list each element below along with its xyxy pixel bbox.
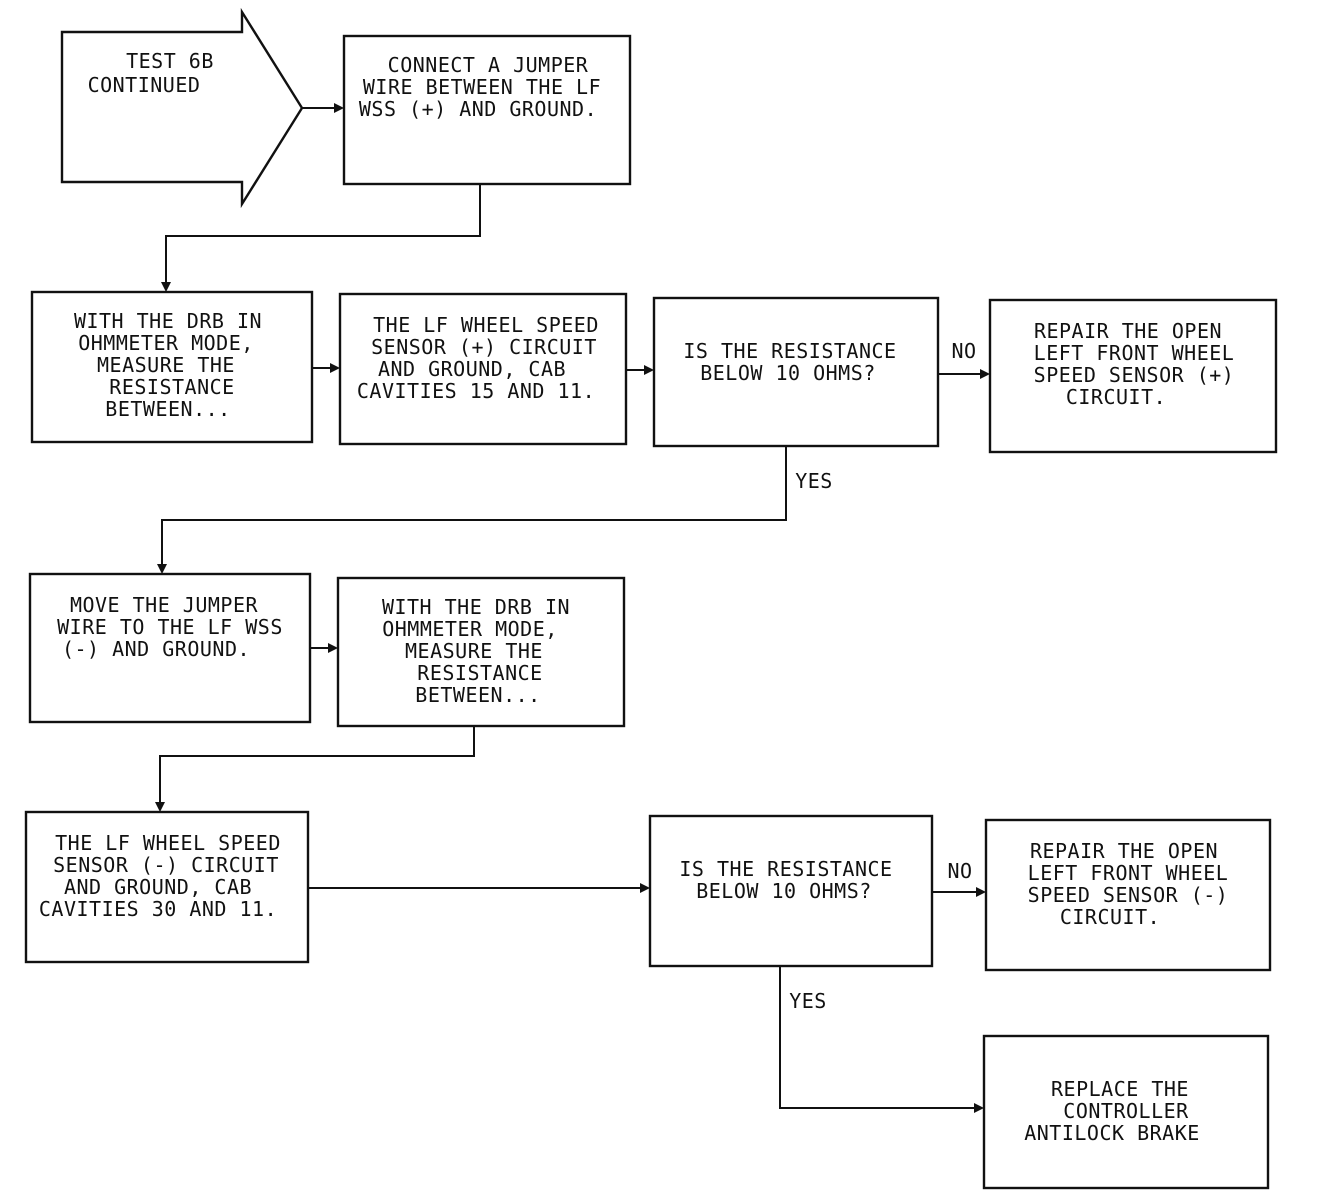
circuit-minus-line-4: CAVITIES 30 AND 11. <box>39 897 277 921</box>
measure-2-line-5: BETWEEN... <box>415 683 540 707</box>
connector-connect-to-measure-1 <box>161 184 481 292</box>
move-jumper-line-2: WIRE TO THE LF WSS <box>57 615 283 639</box>
measure-1-line-4: RESISTANCE <box>109 375 234 399</box>
repair-plus-line-3: SPEED SENSOR (+) <box>1034 363 1235 387</box>
measure-2-line-3: MEASURE THE <box>405 639 543 663</box>
replace-controller-line-2: CONTROLLER <box>1063 1099 1189 1123</box>
repair-plus-line-4: CIRCUIT. <box>1066 385 1166 409</box>
replace-controller-line-1: REPLACE THE <box>1051 1077 1189 1101</box>
connector-circuit-minus-to-decision-2 <box>308 883 650 893</box>
decision-1-line-2: BELOW 10 OHMS? <box>700 361 876 385</box>
move-jumper-line-1: MOVE THE JUMPER <box>70 593 259 617</box>
move-jumper-line-3: (-) AND GROUND. <box>62 637 250 661</box>
step-measure-1: WITH THE DRB IN OHMMETER MODE, MEASURE T… <box>30 290 314 444</box>
label-yes-1: YES <box>795 469 833 493</box>
repair-plus-line-1: REPAIR THE OPEN <box>1034 319 1222 343</box>
connect-jumper-line-1: CONNECT A JUMPER <box>388 53 589 77</box>
repair-minus-line-1: REPAIR THE OPEN <box>1030 839 1218 863</box>
measure-2-line-1: WITH THE DRB IN <box>382 595 570 619</box>
repair-minus: REPAIR THE OPEN LEFT FRONT WHEEL SPEED S… <box>984 818 1272 972</box>
connector-circuit-plus-to-decision-1 <box>626 365 654 375</box>
start-line-1: TEST 6B <box>126 49 214 73</box>
connect-jumper-line-3: WSS (+) AND GROUND. <box>359 97 597 121</box>
replace-controller-line-3: ANTILOCK BRAKE <box>1024 1121 1200 1145</box>
repair-plus-line-2: LEFT FRONT WHEEL <box>1034 341 1235 365</box>
connector-decision-1-no <box>938 369 990 379</box>
step-measure-2: WITH THE DRB IN OHMMETER MODE, MEASURE T… <box>336 576 626 728</box>
repair-minus-line-2: LEFT FRONT WHEEL <box>1028 861 1229 885</box>
connector-measure-1-to-circuit-plus <box>312 363 340 373</box>
circuit-plus-line-4: CAVITIES 15 AND 11. <box>357 379 595 403</box>
connect-jumper-line-2: WIRE BETWEEN THE LF <box>363 75 601 99</box>
connector-decision-2-no <box>932 887 986 897</box>
decision-1-line-1: IS THE RESISTANCE <box>683 339 896 363</box>
label-no-1: NO <box>951 339 976 363</box>
circuit-minus-line-1: THE LF WHEEL SPEED <box>55 831 281 855</box>
connector-move-to-measure-2 <box>310 643 338 653</box>
circuit-minus-line-3: AND GROUND, CAB <box>64 875 252 899</box>
connector-start-to-connect <box>302 103 344 113</box>
repair-minus-line-3: SPEED SENSOR (-) <box>1028 883 1229 907</box>
step-connect-jumper: CONNECT A JUMPER WIRE BETWEEN THE LF WSS… <box>342 34 632 186</box>
replace-controller: REPLACE THE CONTROLLER ANTILOCK BRAKE <box>982 1034 1270 1190</box>
repair-minus-line-4: CIRCUIT. <box>1060 905 1160 929</box>
decision-2-line-2: BELOW 10 OHMS? <box>696 879 872 903</box>
connector-measure-2-to-circuit-minus <box>155 726 475 812</box>
start-arrow: TEST 6B CONTINUED <box>60 7 304 209</box>
step-circuit-minus: THE LF WHEEL SPEED SENSOR (-) CIRCUIT AN… <box>24 810 310 964</box>
label-yes-2: YES <box>789 989 827 1013</box>
step-circuit-plus: THE LF WHEEL SPEED SENSOR (+) CIRCUIT AN… <box>338 292 628 446</box>
measure-1-line-1: WITH THE DRB IN <box>74 309 262 333</box>
start-line-2: CONTINUED <box>88 73 201 97</box>
decision-1: IS THE RESISTANCE BELOW 10 OHMS? <box>652 296 940 448</box>
circuit-plus-line-2: SENSOR (+) CIRCUIT <box>371 335 597 359</box>
measure-2-line-4: RESISTANCE <box>417 661 542 685</box>
decision-2-line-1: IS THE RESISTANCE <box>679 857 892 881</box>
measure-1-line-5: BETWEEN... <box>105 397 230 421</box>
decision-2: IS THE RESISTANCE BELOW 10 OHMS? <box>648 814 934 968</box>
circuit-plus-line-1: THE LF WHEEL SPEED <box>373 313 599 337</box>
circuit-minus-line-2: SENSOR (-) CIRCUIT <box>53 853 279 877</box>
step-move-jumper: MOVE THE JUMPER WIRE TO THE LF WSS (-) A… <box>28 572 312 724</box>
connector-decision-1-yes <box>157 446 787 574</box>
connector-decision-2-yes <box>779 966 984 1113</box>
measure-2-line-2: OHMMETER MODE, <box>382 617 558 641</box>
repair-plus: REPAIR THE OPEN LEFT FRONT WHEEL SPEED S… <box>988 298 1278 454</box>
measure-1-line-2: OHMMETER MODE, <box>78 331 254 355</box>
label-no-2: NO <box>947 859 972 883</box>
measure-1-line-3: MEASURE THE <box>97 353 235 377</box>
circuit-plus-line-3: AND GROUND, CAB <box>378 357 566 381</box>
